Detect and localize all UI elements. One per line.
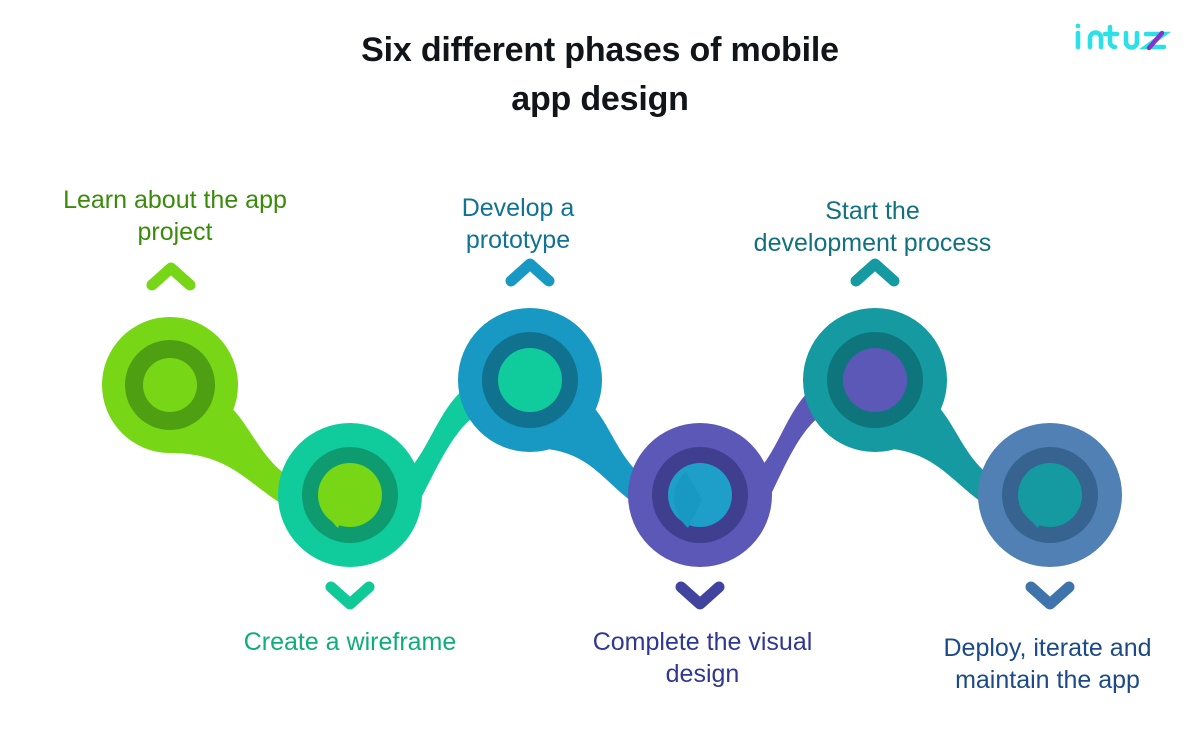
chevron-up-icon-5 xyxy=(850,258,900,287)
connector-3-4-tip xyxy=(674,472,702,528)
chevron-down-icon-2 xyxy=(325,581,375,610)
chevron-group xyxy=(146,258,1075,610)
page-title: Six different phases of mobile app desig… xyxy=(0,26,1200,125)
chevron-down-icon-4 xyxy=(675,581,725,610)
phase-flow-diagram xyxy=(102,258,1122,610)
phase-node-4[interactable] xyxy=(628,423,772,567)
connector-5-6-tip xyxy=(1024,472,1052,528)
phase-node-1[interactable] xyxy=(102,317,238,453)
phase-node-5[interactable] xyxy=(803,308,947,452)
phase-label-3: Develop a prototype xyxy=(461,194,575,254)
phase-label-6: Deploy, iterate and maintain the app xyxy=(943,634,1152,694)
chevron-down-icon-6 xyxy=(1025,581,1075,610)
connector-1-2-tip xyxy=(324,472,352,528)
phase-node-1-inner xyxy=(143,358,197,412)
phase-node-3[interactable] xyxy=(458,308,602,452)
phase-label-1: Learn about the app project xyxy=(63,186,287,246)
phase-label-4: Complete the visual design xyxy=(592,628,813,688)
connector-2-3-tip xyxy=(504,354,532,408)
intuz-logo xyxy=(1075,23,1172,51)
node-group xyxy=(102,308,1122,567)
chevron-up-icon-1 xyxy=(146,262,196,291)
connector-4-5-tip xyxy=(849,354,877,408)
page-title-line-1: Six different phases of mobile xyxy=(361,31,839,69)
page-title-line-2: app design xyxy=(511,80,689,119)
phase-node-6[interactable] xyxy=(978,423,1122,567)
chevron-up-icon-3 xyxy=(505,258,555,287)
phase-node-2[interactable] xyxy=(278,423,422,567)
phase-label-5: Start the development process xyxy=(753,197,992,257)
phase-label-2: Create a wireframe xyxy=(243,628,457,656)
